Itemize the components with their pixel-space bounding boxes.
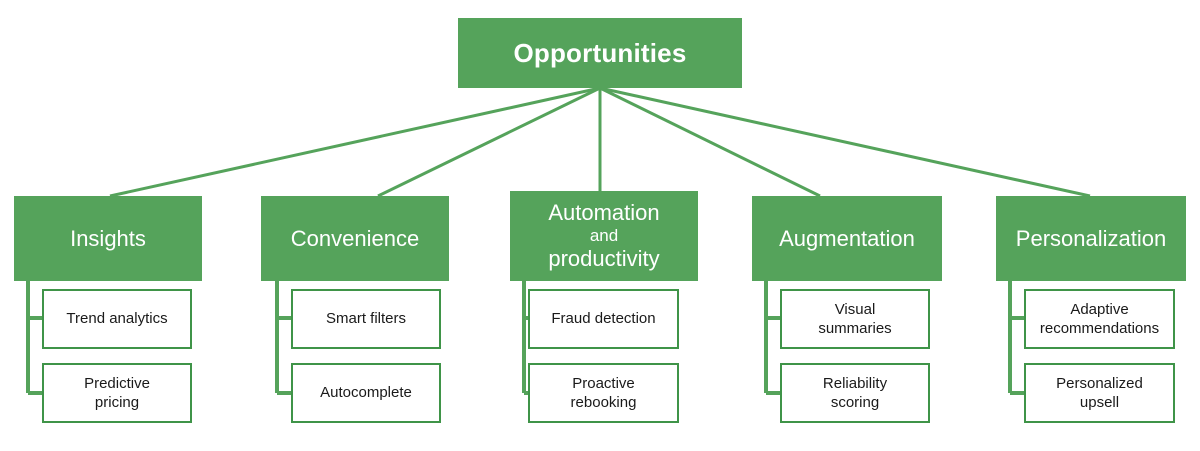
- leaf-node-autocomplete[interactable]: Autocomplete: [291, 363, 441, 423]
- leaf-node-visual-summaries-line1: Visual: [834, 300, 876, 318]
- leaf-node-autocomplete-line1: Autocomplete: [320, 384, 412, 402]
- leaf-node-trend-analytics[interactable]: Trend analytics: [42, 289, 192, 349]
- leaf-node-visual-summaries-line2: summaries: [818, 320, 892, 337]
- branch-node-personalization[interactable]: Personalization: [996, 196, 1186, 281]
- branch-node-insights[interactable]: Insights: [14, 196, 202, 281]
- branch-node-automation-line1: Automation: [548, 200, 660, 226]
- leaf-node-fraud-detection[interactable]: Fraud detection: [528, 289, 679, 349]
- leaf-node-smart-filters-line1: Smart filters: [325, 310, 406, 328]
- leaf-node-reliability-scoring[interactable]: Reliability scoring: [780, 363, 930, 423]
- leaf-node-personalized-upsell-line2: upsell: [1079, 394, 1120, 411]
- leaf-node-smart-filters[interactable]: Smart filters: [291, 289, 441, 349]
- connector-root-to-augmentation: [599, 86, 821, 198]
- root-node-label: Opportunities: [513, 37, 687, 68]
- branch-node-convenience[interactable]: Convenience: [261, 196, 449, 281]
- connector-root-to-convenience: [377, 86, 601, 198]
- branch-node-personalization-label: Personalization: [1015, 225, 1167, 251]
- connector-root-to-personalization: [599, 86, 1091, 198]
- root-node-opportunities[interactable]: Opportunities: [458, 18, 742, 88]
- branch-node-augmentation-label: Augmentation: [779, 225, 915, 251]
- leaf-node-adaptive-recommendations[interactable]: Adaptive recommendations: [1024, 289, 1175, 349]
- branch-node-automation-and-productivity[interactable]: Automation and productivity: [510, 191, 698, 281]
- leaf-node-proactive-rebooking[interactable]: Proactive rebooking: [528, 363, 679, 423]
- leaf-node-reliability-scoring-line2: scoring: [830, 394, 880, 411]
- branch-node-automation-line3: productivity: [548, 246, 660, 272]
- branch-node-convenience-label: Convenience: [290, 225, 420, 251]
- leaf-node-reliability-scoring-line1: Reliability: [822, 374, 888, 392]
- leaf-node-adaptive-recommendations-line1: Adaptive: [1070, 300, 1129, 318]
- branch-node-augmentation[interactable]: Augmentation: [752, 196, 942, 281]
- leaf-node-visual-summaries[interactable]: Visual summaries: [780, 289, 930, 349]
- connector-root-to-insights: [109, 86, 601, 198]
- leaf-node-personalized-upsell[interactable]: Personalized upsell: [1024, 363, 1175, 423]
- leaf-node-proactive-rebooking-line1: Proactive: [572, 374, 635, 392]
- branch-node-automation-line2: and: [589, 225, 619, 245]
- leaf-node-predictive-pricing-line2: pricing: [94, 394, 140, 411]
- leaf-node-trend-analytics-line1: Trend analytics: [66, 310, 168, 328]
- leaf-node-fraud-detection-line1: Fraud detection: [551, 310, 656, 328]
- leaf-node-predictive-pricing[interactable]: Predictive pricing: [42, 363, 192, 423]
- leaf-node-adaptive-recommendations-line2: recommendations: [1039, 320, 1160, 337]
- branch-node-insights-label: Insights: [70, 225, 146, 251]
- leaf-node-predictive-pricing-line1: Predictive: [84, 374, 150, 392]
- leaf-node-personalized-upsell-line1: Personalized: [1056, 374, 1143, 392]
- leaf-node-proactive-rebooking-line2: rebooking: [570, 394, 637, 411]
